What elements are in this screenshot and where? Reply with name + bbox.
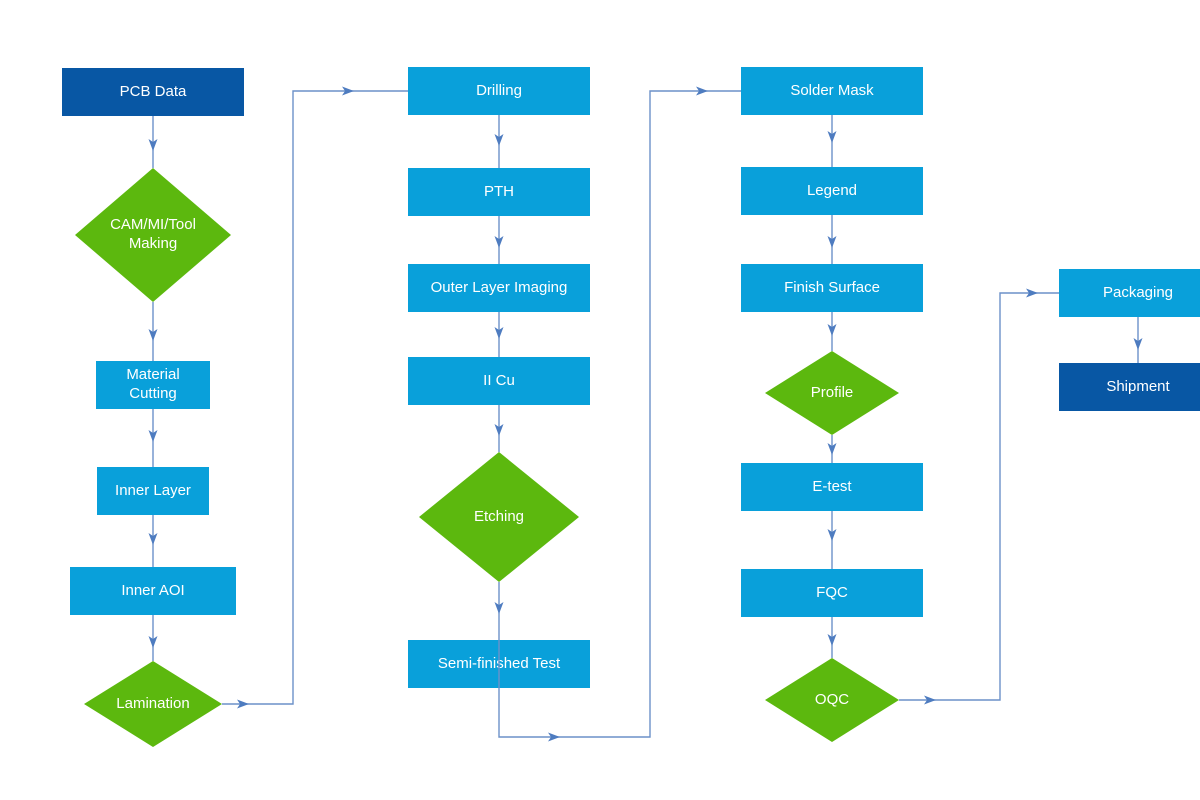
arrowhead-down-icon	[148, 636, 158, 648]
node-material-cutting: Material Cutting	[96, 361, 210, 409]
arrowhead-right-icon	[342, 86, 354, 96]
node-ii-cu: II Cu	[408, 357, 590, 405]
node-label: PTH	[484, 182, 514, 200]
node-label: CAM/MI/Tool Making	[110, 216, 196, 252]
arrowhead-right-icon	[237, 699, 249, 709]
node-label: E-test	[812, 477, 852, 495]
arrowhead-down-icon	[494, 602, 504, 614]
node-inner-aoi: Inner AOI	[70, 567, 236, 615]
node-drilling: Drilling	[408, 67, 590, 115]
node-label: Finish Surface	[784, 278, 880, 296]
node-label: II Cu	[483, 371, 515, 389]
node-finish-surface: Finish Surface	[741, 264, 923, 312]
connector-lamination-drilling	[222, 90, 408, 705]
node-lamination: Lamination	[84, 661, 222, 747]
arrowhead-down-icon	[827, 443, 837, 455]
arrowhead-down-icon	[494, 236, 504, 248]
node-packaging: Packaging	[1059, 269, 1200, 317]
node-shipment: Shipment	[1059, 363, 1200, 411]
node-label: FQC	[816, 583, 848, 601]
node-outer-layer-imaging: Outer Layer Imaging	[408, 264, 590, 312]
arrowhead-down-icon	[494, 424, 504, 436]
node-legend: Legend	[741, 167, 923, 215]
node-label: Profile	[810, 383, 854, 401]
node-label: Legend	[806, 181, 858, 199]
node-label: Semi-finished Test	[437, 654, 561, 672]
node-pth: PTH	[408, 168, 590, 216]
arrowhead-down-icon	[494, 327, 504, 339]
node-label: Solder Mask	[790, 81, 874, 99]
node-fqc: FQC	[741, 569, 923, 617]
node-inner-layer: Inner Layer	[97, 467, 209, 515]
node-label: Inner AOI	[121, 581, 185, 599]
node-label: Packaging	[1102, 283, 1174, 301]
node-pcb-data: PCB Data	[62, 68, 244, 116]
arrowhead-right-icon	[696, 86, 708, 96]
node-label: OQC	[814, 690, 850, 708]
arrowhead-right-icon	[1026, 288, 1038, 298]
node-e-test: E-test	[741, 463, 923, 511]
node-solder-mask: Solder Mask	[741, 67, 923, 115]
connector-oqc-packaging	[899, 292, 1059, 701]
node-oqc: OQC	[765, 658, 899, 742]
node-label: Etching	[473, 507, 525, 525]
node-label: Material Cutting	[126, 366, 180, 402]
node-label: PCB Data	[119, 82, 187, 100]
arrowhead-down-icon	[827, 529, 837, 541]
arrowhead-down-icon	[494, 134, 504, 146]
node-semi-finished-test: Semi-finished Test	[408, 640, 590, 688]
node-label: Inner Layer	[115, 481, 191, 499]
arrowhead-down-icon	[148, 430, 158, 442]
node-profile: Profile	[765, 351, 899, 435]
arrowhead-down-icon	[827, 634, 837, 646]
arrowhead-down-icon	[148, 329, 158, 341]
arrowhead-right-icon	[924, 695, 936, 705]
arrowhead-down-icon	[1133, 338, 1143, 350]
node-cam-mi-tool-making: CAM/MI/Tool Making	[75, 168, 231, 302]
arrowhead-down-icon	[827, 236, 837, 248]
arrowhead-down-icon	[827, 324, 837, 336]
node-label: Shipment	[1106, 377, 1170, 395]
arrowhead-right-icon	[548, 732, 560, 742]
arrowhead-down-icon	[827, 131, 837, 143]
node-label: Drilling	[476, 81, 522, 99]
arrowhead-down-icon	[148, 139, 158, 151]
arrowhead-down-icon	[148, 533, 158, 545]
node-label: Lamination	[116, 694, 190, 712]
node-label: Outer Layer Imaging	[430, 278, 568, 296]
node-etching: Etching	[419, 452, 579, 582]
